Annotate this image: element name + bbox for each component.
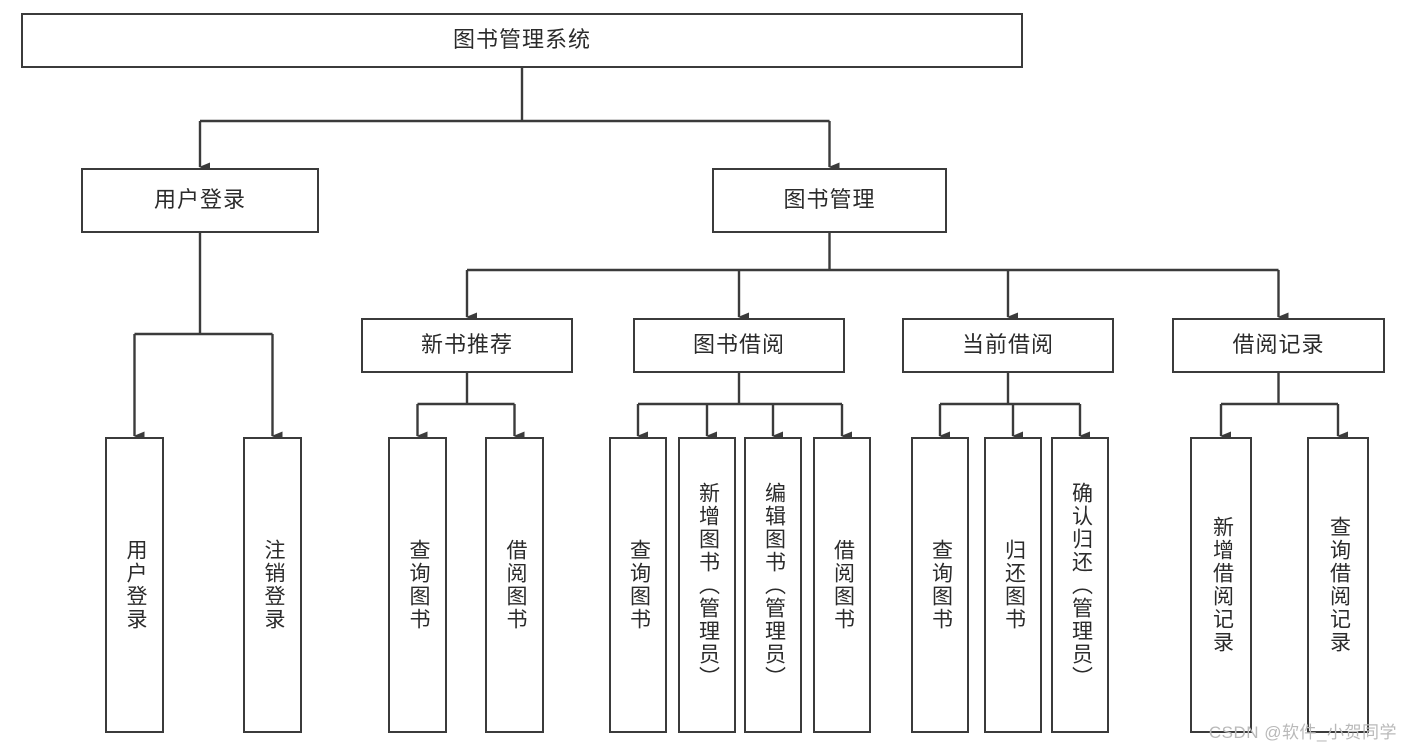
node-label: 借阅图书 <box>503 539 527 631</box>
node-label: 新书推荐 <box>420 332 513 358</box>
node-leaf-8[interactable]: 查询图书 <box>911 437 969 733</box>
node-lvl2-3[interactable]: 借阅记录 <box>1172 318 1385 373</box>
node-lvl2-0[interactable]: 新书推荐 <box>361 318 573 373</box>
node-lvl2-1[interactable]: 图书借阅 <box>633 318 845 373</box>
node-leaf-9[interactable]: 归还图书 <box>984 437 1042 733</box>
node-leaf-1[interactable]: 注销登录 <box>243 437 302 733</box>
node-label: 新增图书（管理员） <box>696 481 720 689</box>
node-leaf-5[interactable]: 新增图书（管理员） <box>678 437 736 733</box>
node-label: 编辑图书（管理员） <box>762 481 786 689</box>
node-leaf-7[interactable]: 借阅图书 <box>813 437 871 733</box>
node-label: 当前借阅 <box>961 332 1054 358</box>
node-lvl2-2[interactable]: 当前借阅 <box>902 318 1114 373</box>
node-leaf-2[interactable]: 查询图书 <box>388 437 447 733</box>
node-label: 确认归还（管理员） <box>1069 481 1093 689</box>
node-lvl1-1[interactable]: 图书管理 <box>712 168 947 233</box>
node-label: 用户登录 <box>153 187 246 213</box>
csdn-watermark: CSDN @软件_小贺同学 <box>1208 723 1397 742</box>
node-label: 归还图书 <box>1002 539 1026 631</box>
node-label: 图书管理系统 <box>452 27 591 53</box>
node-label: 新增借阅记录 <box>1210 516 1234 654</box>
node-leaf-10[interactable]: 确认归还（管理员） <box>1051 437 1109 733</box>
node-label: 图书借阅 <box>692 332 785 358</box>
node-label: 注销登录 <box>261 539 285 631</box>
node-label: 借阅图书 <box>831 539 855 631</box>
node-leaf-11[interactable]: 新增借阅记录 <box>1190 437 1252 733</box>
node-label: 查询借阅记录 <box>1327 516 1351 654</box>
node-leaf-3[interactable]: 借阅图书 <box>485 437 544 733</box>
node-label: 查询图书 <box>929 539 953 631</box>
node-label: 图书管理 <box>783 187 876 213</box>
node-leaf-6[interactable]: 编辑图书（管理员） <box>744 437 802 733</box>
node-leaf-4[interactable]: 查询图书 <box>609 437 667 733</box>
node-leaf-0[interactable]: 用户登录 <box>105 437 164 733</box>
node-root[interactable]: 图书管理系统 <box>21 13 1023 68</box>
node-lvl1-0[interactable]: 用户登录 <box>81 168 319 233</box>
node-label: 查询图书 <box>627 539 651 631</box>
node-label: 借阅记录 <box>1232 332 1325 358</box>
node-leaf-12[interactable]: 查询借阅记录 <box>1307 437 1369 733</box>
node-label: 用户登录 <box>123 539 147 631</box>
node-label: 查询图书 <box>406 539 430 631</box>
